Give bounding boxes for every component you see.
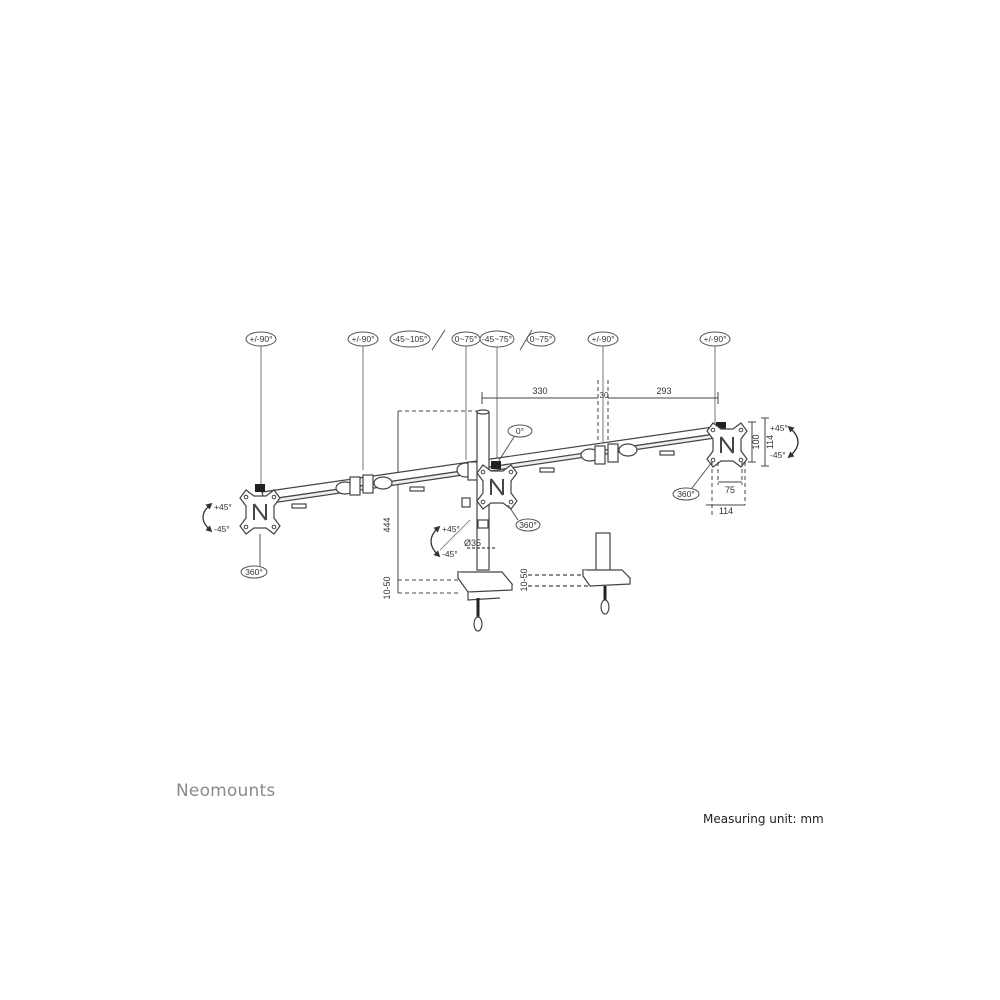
label-right-arm-swivel: +/-90° [591,334,614,344]
label-center-rotation: 360° [519,520,537,530]
label-center-tilt-range: -45~75° [482,334,512,344]
dim-vesa-inner-height: 100 [751,434,761,449]
brand-logo-text: Neomounts [176,781,276,801]
label-pole-tilt-down: -45° [442,549,458,559]
label-right-tilt-down: -45° [770,450,786,460]
left-vesa-plate [239,484,281,535]
arm-span-dimensions [481,380,719,450]
grommet-mount [528,532,632,615]
dim-desk-grommet: 10-50 [519,568,529,591]
dim-pole-diameter: Ø35 [464,538,481,548]
label-right-head-swivel: +/-90° [703,334,726,344]
dim-293: 293 [656,386,671,396]
center-vesa-plate [476,461,518,510]
label-right-tilt-up: +45° [770,423,788,433]
label-left-rotation: 360° [245,567,263,577]
label-left-tilt-down: -45° [214,524,230,534]
dim-444: 444 [382,517,392,532]
dim-desk-clamp: 10-50 [382,576,392,599]
height-dimensions [397,410,480,594]
label-center-tilt: 0° [516,426,524,436]
leader-lines [260,346,716,488]
label-left-arm-swivel: +/-90° [351,334,374,344]
measuring-unit-note: Measuring unit: mm [703,812,824,826]
dim-330: 330 [532,386,547,396]
label-arm-height-range: 0~75° [455,334,478,344]
desk-clamp [456,571,514,632]
label-arm-tilt-range: -45~105° [393,334,428,344]
dim-vesa-inner-width: 75 [725,485,735,495]
tilt-arcs [202,425,799,558]
label-pole-tilt-up: +45° [442,524,460,534]
dim-vesa-outer-width: 114 [719,506,733,516]
dim-30: 30 [600,391,609,400]
label-left-tilt-up: +45° [214,502,232,512]
top-rotation-labels [245,329,731,351]
label-right-rotation: 360° [677,489,695,499]
vesa-dimensions [706,417,769,515]
right-vesa-plate [706,422,748,468]
label-center-height-range: 0~75° [530,334,553,344]
label-left-head-swivel: +/-90° [249,334,272,344]
dim-vesa-outer-height: 114 [765,435,775,449]
